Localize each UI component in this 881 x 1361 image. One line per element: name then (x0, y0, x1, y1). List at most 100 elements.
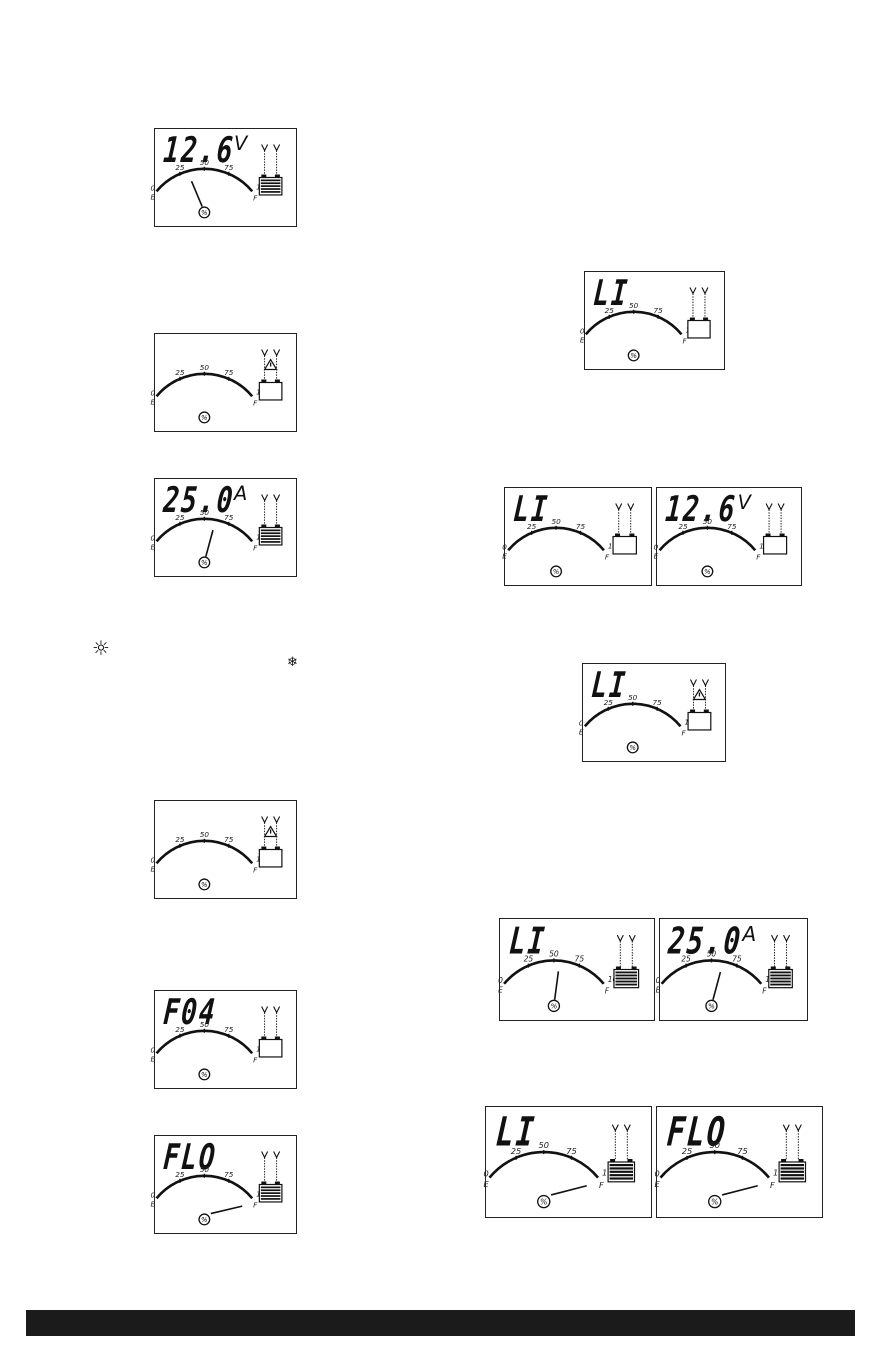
gauge-zero-label: 0 (151, 1190, 156, 1199)
percent-icon (198, 1213, 211, 1226)
gauge-tick-label: 25 (527, 522, 537, 531)
percent-icon (547, 999, 561, 1013)
gauge-needle (205, 529, 214, 557)
gauge-tick-label: 50 (539, 1140, 550, 1150)
lcd-display-lithium-charging: LI2550750E100F% (498, 918, 655, 1021)
gauge-zero-label: 0 (151, 1045, 156, 1054)
lcd-unit: A (742, 922, 757, 947)
gauge-zero-label: 0 (484, 1169, 489, 1179)
gauge-tick-label: 75 (575, 955, 585, 964)
gauge-tick-label: 75 (224, 1025, 234, 1034)
gauge-tick-label: 25 (175, 1025, 185, 1034)
gauge-tick-label: 50 (628, 693, 638, 702)
gauge-arc (503, 959, 605, 985)
battery-bar (260, 535, 281, 537)
gauge-empty-label: E (502, 552, 507, 561)
lcd-graphics: 2550750E100F% (151, 1151, 283, 1226)
battery-clamps-icon (611, 1124, 631, 1160)
lcd-display-current: 25.0A2550750E100F% (151, 478, 297, 577)
percent-icon (537, 1194, 551, 1209)
gauge-tick-label: 50 (551, 517, 561, 526)
gauge-zero-label: 0 (580, 326, 585, 335)
battery-icon (768, 966, 793, 989)
percent-label: % (201, 1071, 208, 1079)
battery-bar (260, 1189, 281, 1192)
gauge-tick-label: 25 (175, 368, 185, 377)
battery-bar (260, 538, 281, 540)
gauge-zero-label: 0 (579, 718, 584, 727)
gauge-needle (550, 1185, 587, 1196)
gauge-full-label: F (756, 553, 761, 562)
battery-icon (258, 524, 283, 546)
gauge-zero-label: 0 (151, 855, 156, 864)
gauge-arc (660, 959, 763, 985)
gauge-tick-label: 75 (653, 306, 663, 315)
battery-clamps-icon (261, 494, 281, 526)
gauge-arc (155, 1029, 254, 1055)
percent-icon (705, 999, 718, 1013)
percent-label: % (630, 352, 637, 360)
lcd-display-voltage-pair-b: 12.6V2550750E100F% (654, 487, 802, 586)
gauge-empty-label: E (151, 543, 156, 552)
lcd-unit: A (233, 481, 248, 505)
percent-icon (198, 878, 211, 891)
gauge-tick-label: 50 (200, 830, 210, 839)
gauge-zero-label: 0 (502, 542, 507, 551)
gauge-empty-label: E (654, 552, 659, 561)
percent-label: % (201, 1216, 208, 1224)
percent-label: % (201, 414, 208, 422)
percent-icon (627, 349, 640, 362)
gauge-tick-label: 50 (200, 363, 210, 372)
gauge-tick-label: 25 (175, 513, 185, 522)
gauge-tick-label: 25 (175, 835, 185, 844)
lcd-display-lithium: LI2550750E100F% (580, 271, 725, 370)
gauge-tick-label: 50 (200, 1020, 210, 1029)
gauge-zero-label: 0 (151, 388, 156, 397)
gauge-tick-label: 50 (549, 949, 559, 958)
percent-label: % (201, 559, 208, 567)
battery-bar (260, 191, 281, 193)
gauge-tick-label: 75 (224, 1170, 234, 1179)
gauge-tick-label: 50 (200, 1165, 210, 1174)
lcd-graphics: 2550750E100F% (151, 349, 283, 424)
battery-clamps-icon (261, 1006, 281, 1038)
lcd-graphics: 2550750E100F% (484, 1124, 636, 1209)
gauge-tick-label: 75 (653, 698, 663, 707)
percent-icon (198, 411, 211, 424)
gauge-arc (584, 310, 683, 336)
gauge-tick-label: 25 (682, 1146, 693, 1156)
battery-bar (609, 1170, 633, 1173)
gauge-tick-label: 25 (175, 163, 185, 172)
battery-bar (615, 983, 638, 986)
gauge-tick-label: 75 (224, 368, 234, 377)
gauge-tick-label: 25 (511, 1146, 522, 1156)
battery-clamps-icon (771, 934, 791, 968)
gauge-tick-label: 25 (604, 698, 614, 707)
battery-clamps-icon (261, 349, 281, 381)
lcd-unit: V (233, 131, 248, 155)
gauge-arc (155, 839, 254, 865)
battery-icon (258, 1036, 283, 1058)
gauge-tick-label: 75 (224, 163, 234, 172)
gauge-tick-label: 25 (605, 306, 615, 315)
gauge-full-label: F (253, 544, 258, 553)
gauge-full-label: F (253, 1201, 258, 1210)
percent-label: % (550, 1001, 557, 1010)
battery-icon (687, 709, 712, 731)
lcd-graphics: 2550750E100F% (654, 503, 788, 578)
percent-label: % (704, 568, 711, 576)
lcd-display-voltage: 12.6V2550750E100F% (151, 128, 297, 227)
gauge-empty-label: E (656, 985, 661, 994)
gauge-zero-label: 0 (151, 533, 156, 542)
percent-icon (198, 206, 211, 219)
gauge-empty-label: E (498, 985, 503, 994)
battery-bar (260, 188, 281, 190)
percent-label: % (201, 881, 208, 889)
gauge-full-label: F (770, 1180, 775, 1190)
battery-bar (770, 971, 791, 974)
gauge-empty-label: E (151, 1055, 156, 1064)
gauge-tick-label: 75 (737, 1146, 748, 1156)
gauge-zero-label: 0 (151, 183, 156, 192)
battery-icon (778, 1159, 807, 1183)
gauge-tick-label: 75 (576, 522, 586, 531)
